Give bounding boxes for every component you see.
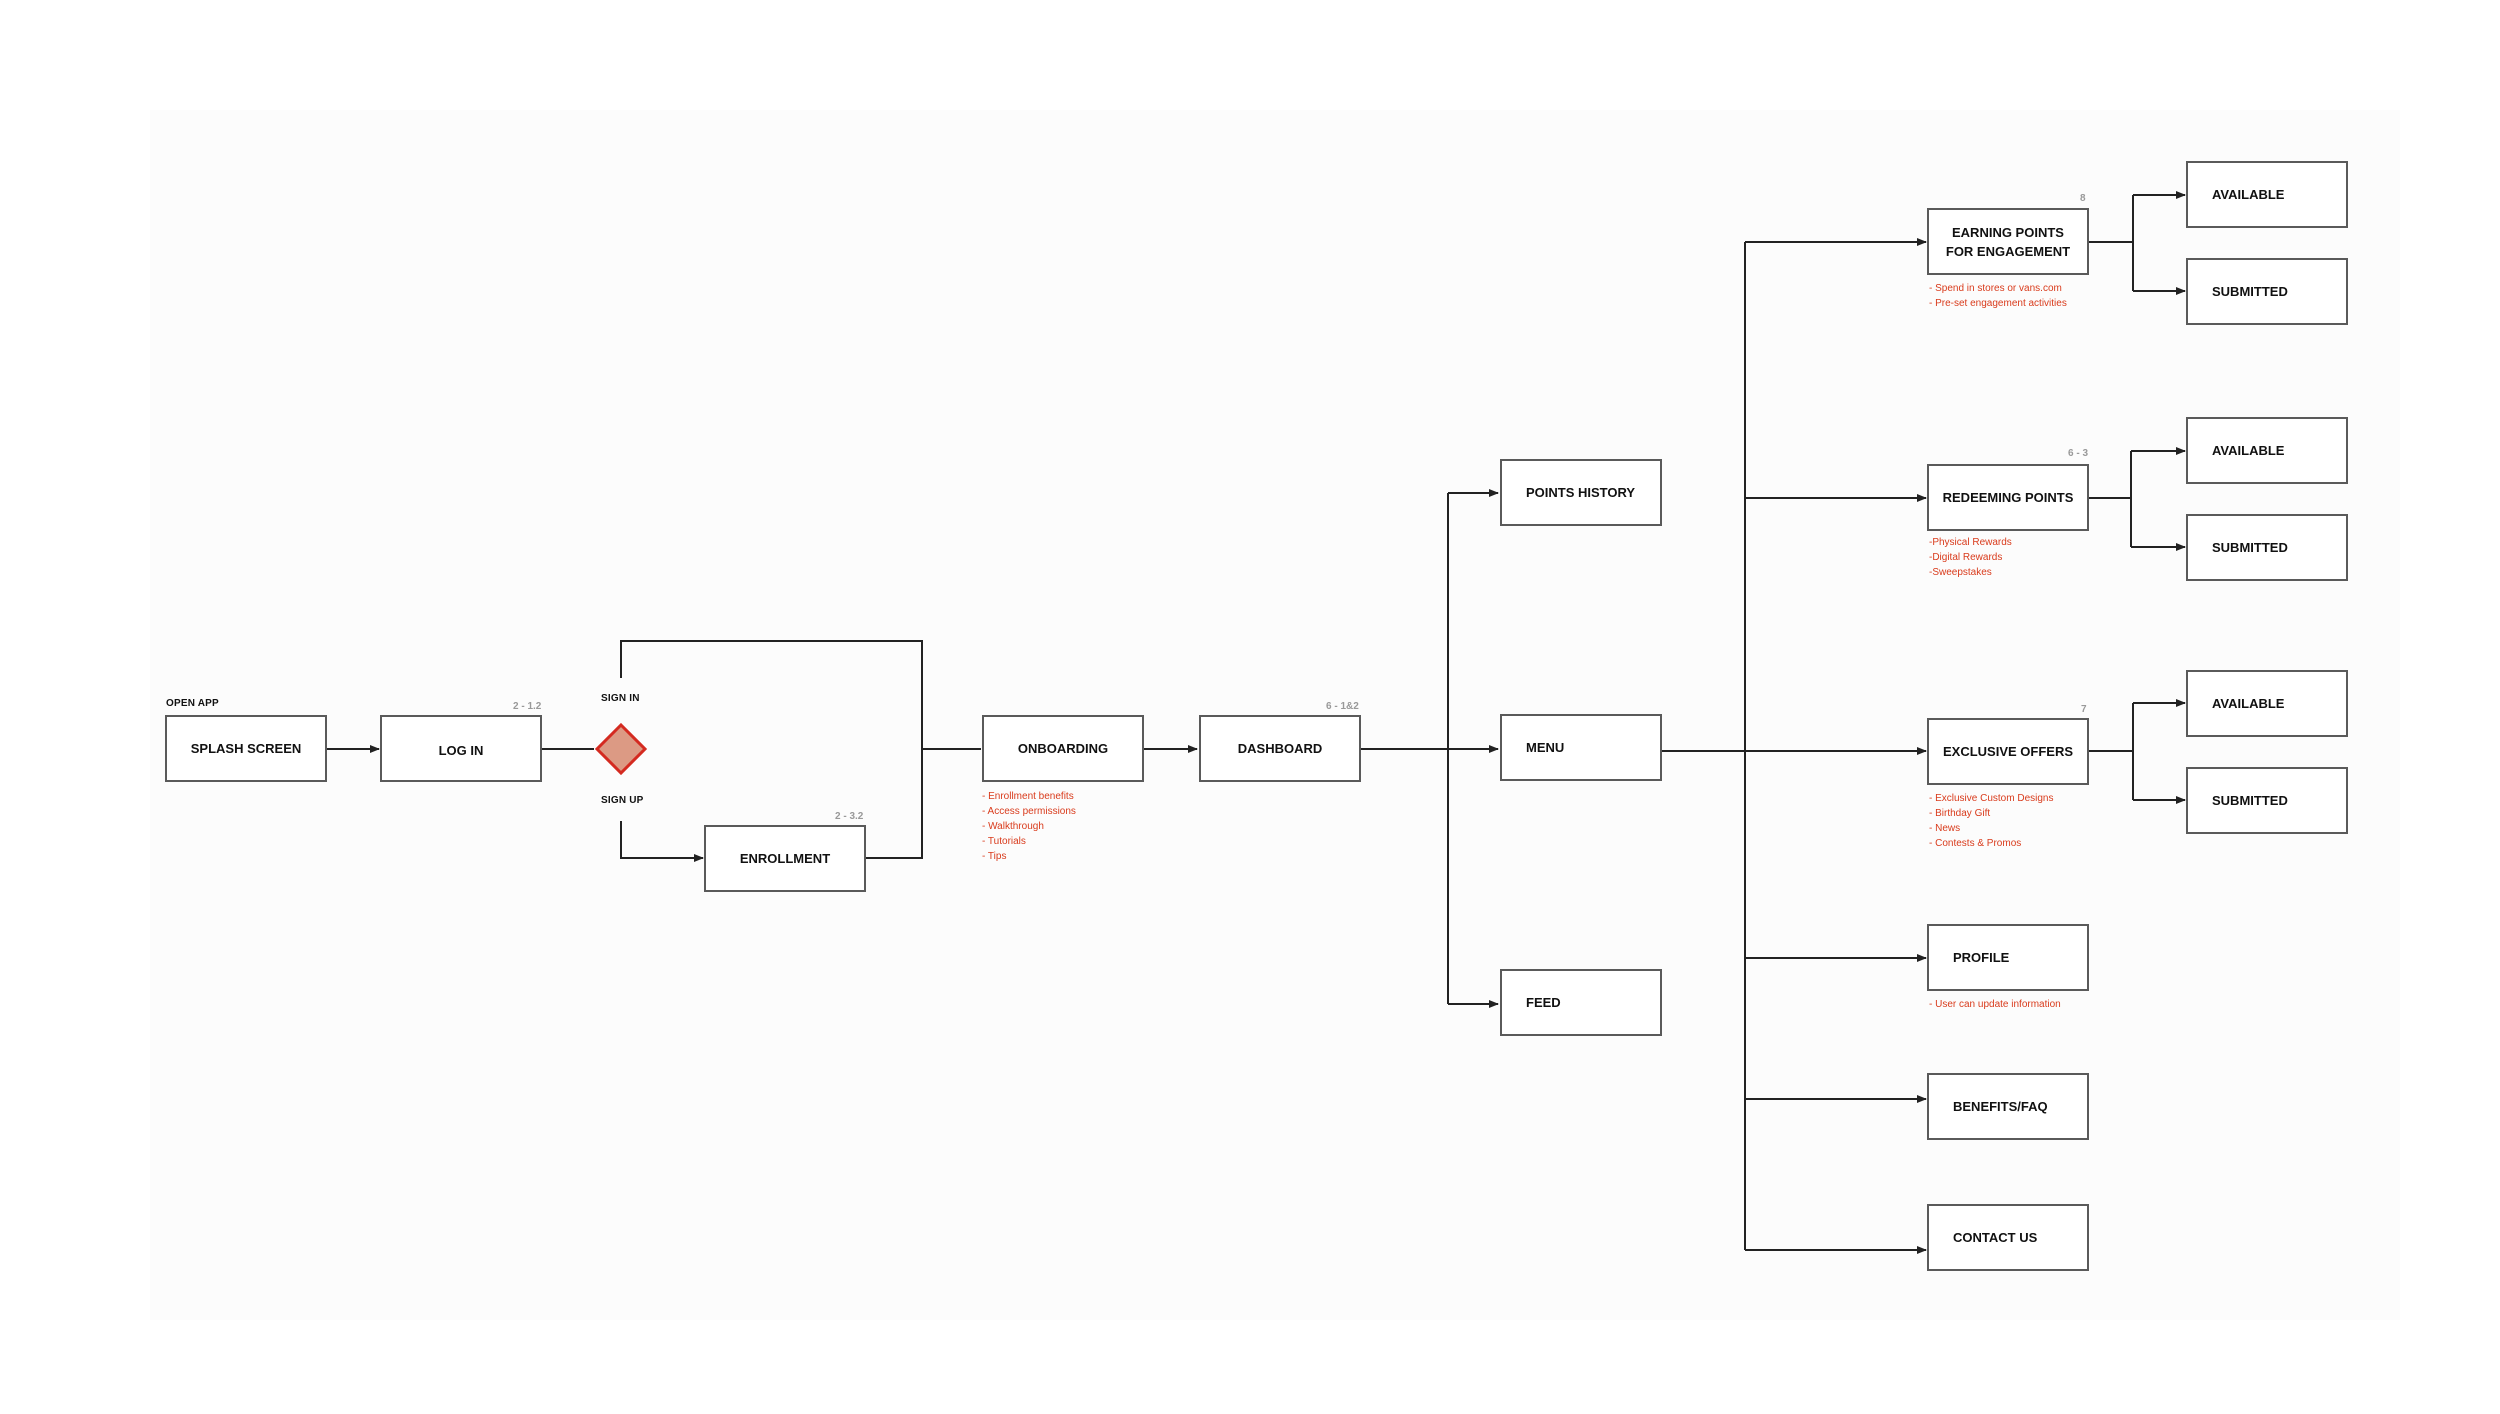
- redeeming-points-node[interactable]: REDEEMING POINTS: [1927, 464, 2089, 531]
- sign-up-label: SIGN UP: [601, 795, 644, 806]
- earning-submitted-label: SUBMITTED: [2212, 284, 2288, 299]
- exclusive-available-label: AVAILABLE: [2212, 696, 2285, 711]
- earning-submitted-node[interactable]: SUBMITTED: [2186, 258, 2348, 325]
- onboarding-label: ONBOARDING: [1017, 741, 1109, 756]
- note-item: - Enrollment benefits: [982, 791, 1074, 802]
- exclusive-offers-node[interactable]: EXCLUSIVE OFFERS: [1927, 718, 2089, 785]
- earning-points-node[interactable]: EARNING POINTS FOR ENGAGEMENT: [1927, 208, 2089, 275]
- note-item: - Birthday Gift: [1929, 808, 1991, 819]
- note-item: - Walkthrough: [982, 821, 1044, 832]
- points-history-node[interactable]: POINTS HISTORY: [1500, 459, 1662, 526]
- redeeming-submitted-label: SUBMITTED: [2212, 540, 2288, 555]
- connector-sign-in-route: [620, 640, 923, 749]
- note-item: - User can update information: [1929, 999, 2061, 1010]
- enrollment-screen-ref: 2 - 3.2: [835, 811, 864, 822]
- redeeming-available-label: AVAILABLE: [2212, 443, 2285, 458]
- note-item: -Digital Rewards: [1929, 552, 2003, 563]
- decision-diamond: [594, 722, 648, 776]
- dashboard-label: DASHBOARD: [1237, 741, 1323, 756]
- profile-node[interactable]: PROFILE: [1927, 924, 2089, 991]
- sign-in-label: SIGN IN: [601, 693, 640, 704]
- redeeming-points-label: REDEEMING POINTS: [1942, 490, 2074, 505]
- note-item: -Sweepstakes: [1929, 567, 1992, 578]
- note-item: - Tips: [982, 851, 1007, 862]
- menu-label: MENU: [1526, 740, 1565, 755]
- exclusive-submitted-node[interactable]: SUBMITTED: [2186, 767, 2348, 834]
- onboarding-node[interactable]: ONBOARDING: [982, 715, 1144, 782]
- earning-notes: - Spend in stores or vans.com - Pre-set …: [1929, 281, 2067, 311]
- open-app-label: OPEN APP: [166, 698, 219, 709]
- profile-label: PROFILE: [1953, 950, 2010, 965]
- log-in-node[interactable]: LOG IN: [380, 715, 542, 782]
- exclusive-offers-label: EXCLUSIVE OFFERS: [1942, 744, 2074, 759]
- feed-label: FEED: [1526, 995, 1561, 1010]
- exclusive-screen-ref: 7: [2081, 704, 2087, 715]
- enrollment-label: ENROLLMENT: [739, 851, 831, 866]
- exclusive-notes: - Exclusive Custom Designs - Birthday Gi…: [1929, 791, 2053, 851]
- exclusive-submitted-label: SUBMITTED: [2212, 793, 2288, 808]
- note-item: -Physical Rewards: [1929, 537, 2012, 548]
- note-item: - Spend in stores or vans.com: [1929, 283, 2062, 294]
- note-item: - Exclusive Custom Designs: [1929, 793, 2054, 804]
- dashboard-node[interactable]: DASHBOARD: [1199, 715, 1361, 782]
- splash-screen-label: SPLASH SCREEN: [190, 741, 302, 756]
- benefits-faq-label: BENEFITS/FAQ: [1953, 1099, 2048, 1114]
- note-item: - Access permissions: [982, 806, 1076, 817]
- menu-node[interactable]: MENU: [1500, 714, 1662, 781]
- note-item: - News: [1929, 823, 1961, 834]
- connector-sign-up-route: [620, 821, 704, 862]
- log-in-label: LOG IN: [438, 743, 484, 758]
- earning-points-label: EARNING POINTS FOR ENGAGEMENT: [1945, 224, 2071, 259]
- login-screen-ref: 2 - 1.2: [513, 701, 542, 712]
- profile-notes: - User can update information: [1929, 997, 2061, 1012]
- onboarding-notes: - Enrollment benefits - Access permissio…: [982, 789, 1076, 864]
- redeeming-submitted-node[interactable]: SUBMITTED: [2186, 514, 2348, 581]
- earning-available-label: AVAILABLE: [2212, 187, 2285, 202]
- note-item: - Pre-set engagement activities: [1929, 298, 2067, 309]
- redeeming-notes: -Physical Rewards -Digital Rewards -Swee…: [1929, 535, 2012, 580]
- contact-us-node[interactable]: CONTACT US: [1927, 1204, 2089, 1271]
- splash-screen-node[interactable]: SPLASH SCREEN: [165, 715, 327, 782]
- exclusive-available-node[interactable]: AVAILABLE: [2186, 670, 2348, 737]
- benefits-faq-node[interactable]: BENEFITS/FAQ: [1927, 1073, 2089, 1140]
- earning-screen-ref: 8: [2080, 193, 2086, 204]
- redeeming-available-node[interactable]: AVAILABLE: [2186, 417, 2348, 484]
- contact-us-label: CONTACT US: [1953, 1230, 2038, 1245]
- connector-enrollment-merge: [866, 749, 923, 859]
- enrollment-node[interactable]: ENROLLMENT: [704, 825, 866, 892]
- points-history-label: POINTS HISTORY: [1526, 485, 1636, 500]
- feed-node[interactable]: FEED: [1500, 969, 1662, 1036]
- redeeming-screen-ref: 6 - 3: [2068, 448, 2089, 459]
- note-item: - Contests & Promos: [1929, 838, 2022, 849]
- dashboard-screen-ref: 6 - 1&2: [1326, 701, 1359, 712]
- note-item: - Tutorials: [982, 836, 1026, 847]
- earning-available-node[interactable]: AVAILABLE: [2186, 161, 2348, 228]
